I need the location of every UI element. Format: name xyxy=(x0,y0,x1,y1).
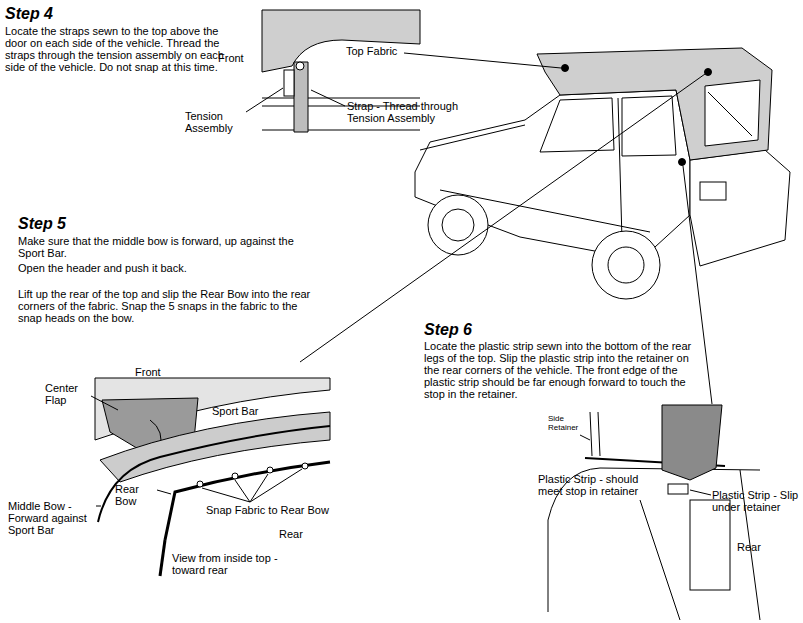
retainer-inset-part xyxy=(668,484,688,494)
illustration-part xyxy=(91,10,790,620)
instruction-text: Lift up the rear of the top and slip the… xyxy=(18,288,318,324)
strap-inset-part xyxy=(296,62,304,70)
vehicle-drawing-part xyxy=(537,48,772,160)
instruction-text: Open the header and push it back. xyxy=(18,262,318,274)
vehicle-drawing-part xyxy=(442,209,474,241)
part-label: Strap - Thread through Tension Assembly xyxy=(347,100,472,124)
leader-line-part xyxy=(300,74,705,362)
strap-inset-part xyxy=(311,90,345,106)
vehicle-drawing-part xyxy=(562,65,569,72)
vehicle-drawing-part xyxy=(622,96,676,156)
strap-inset-part xyxy=(284,70,294,96)
bow-inset-part xyxy=(96,506,101,507)
vehicle-drawing-part xyxy=(420,125,525,150)
part-label: Plastic Strip - should meet stop in reta… xyxy=(538,473,664,497)
part-label: Rear Bow xyxy=(115,483,157,507)
vehicle-drawing xyxy=(415,48,790,299)
bow-inset-part xyxy=(165,462,330,540)
leader-line-part xyxy=(683,166,712,404)
bow-inset-part xyxy=(157,490,171,494)
bow-inset-part xyxy=(250,474,268,502)
strap-inset-part xyxy=(262,10,420,72)
caption-note: View from inside top - toward rear xyxy=(172,552,302,576)
retainer-inset-part xyxy=(598,412,600,456)
retainer-inset-part xyxy=(640,500,680,620)
bow-inset-part xyxy=(250,469,302,502)
bow-inset-part xyxy=(302,463,308,469)
instruction-text: Locate the straps sewn to the top above … xyxy=(5,25,237,73)
strap-inset-part xyxy=(262,98,420,99)
bow-inset-part xyxy=(202,488,250,502)
retainer-inset-part xyxy=(590,412,592,456)
strap-inset-part xyxy=(246,88,283,112)
vehicle-drawing-part xyxy=(708,92,752,136)
vehicle-drawing-part xyxy=(679,159,686,166)
vehicle-drawing-part xyxy=(608,247,644,283)
part-label: Plastic Strip - Slip under retainer xyxy=(712,489,800,513)
part-label: Middle Bow - Forward against Sport Bar xyxy=(8,500,98,536)
retainer-inset-part xyxy=(662,405,722,480)
vehicle-drawing-part xyxy=(705,80,760,146)
part-label: Tension Assembly xyxy=(185,110,245,134)
step-heading: Step 4 xyxy=(5,5,125,23)
part-label: Snap Fabric to Rear Bow xyxy=(206,504,346,516)
bow-inset-part xyxy=(100,412,330,482)
direction-label: Rear xyxy=(737,541,777,553)
step-heading: Step 5 xyxy=(18,215,138,233)
part-label: Center Flap xyxy=(45,382,91,406)
vehicle-drawing-part xyxy=(428,195,488,255)
bow-inset xyxy=(91,378,330,576)
retainer-inset-part xyxy=(690,490,711,495)
retainer-inset-part xyxy=(690,500,730,590)
bow-inset-part xyxy=(235,480,250,502)
vehicle-drawing-part xyxy=(705,69,712,76)
step-heading: Step 6 xyxy=(424,321,544,339)
bow-inset-part xyxy=(91,396,118,410)
vehicle-drawing-part xyxy=(700,182,726,200)
bow-inset-part xyxy=(232,473,238,479)
part-label: Front xyxy=(218,52,258,64)
direction-label: Rear xyxy=(279,528,319,540)
instruction-text: Locate the plastic strip sewn into the b… xyxy=(424,340,696,400)
bow-inset-part xyxy=(267,467,273,473)
vehicle-drawing-part xyxy=(690,150,790,266)
direction-label: Front xyxy=(135,366,175,378)
instruction-text: Make sure that the middle bow is forward… xyxy=(18,235,318,259)
strap-inset-part xyxy=(294,62,308,132)
leader-line-part xyxy=(404,53,561,68)
vehicle-drawing-part xyxy=(618,98,622,240)
part-label: Side Retainer xyxy=(548,414,588,432)
strap-inset-part xyxy=(262,130,420,131)
retainer-inset-part xyxy=(580,435,590,440)
vehicle-drawing-part xyxy=(540,98,614,152)
vehicle-drawing-part xyxy=(592,231,660,299)
bow-inset-part xyxy=(197,481,203,487)
leader-line xyxy=(300,53,712,404)
part-label: Sport Bar xyxy=(212,405,272,417)
bow-inset-part xyxy=(160,540,165,576)
part-label: Top Fabric xyxy=(346,45,416,57)
